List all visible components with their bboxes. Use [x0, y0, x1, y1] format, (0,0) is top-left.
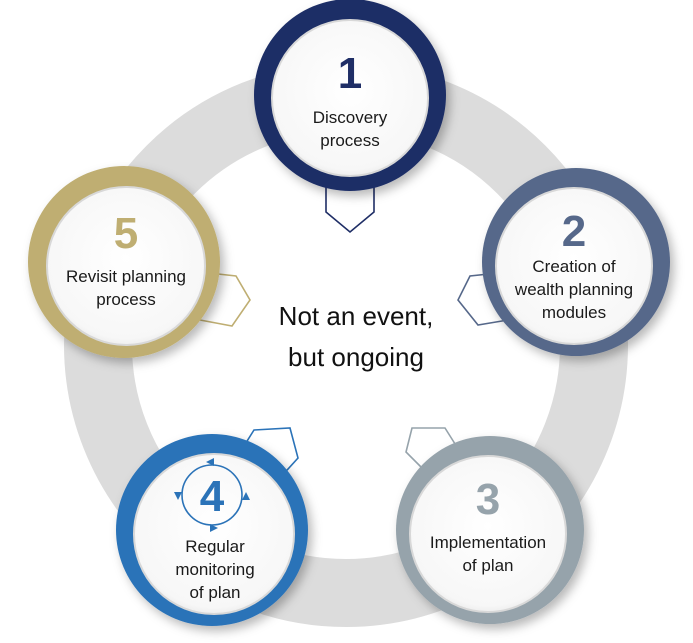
step-2-label-line-1: Creation of	[532, 257, 615, 276]
step-1-connector	[325, 185, 375, 234]
step-4: 4 Regular monitoring of plan	[116, 434, 308, 626]
step-5-label-line-1: Revisit planning	[66, 267, 186, 286]
step-4-inner-disc	[133, 453, 295, 615]
step-2-label-line-2: wealth planning	[514, 280, 633, 299]
step-3-label-line-2: of plan	[462, 556, 513, 575]
step-1: 1 Discovery process	[254, 0, 446, 191]
step-4-label-line-1: Regular	[185, 537, 245, 556]
step-1-inner-disc	[271, 19, 429, 177]
cycle-arrows-icon	[174, 458, 250, 532]
connector-tabs	[199, 185, 509, 481]
step-1-label-line-1: Discovery	[313, 108, 388, 127]
step-2-number: 2	[562, 207, 586, 256]
center-text-line-2: but ongoing	[288, 342, 424, 372]
step-4-label-line-3: of plan	[189, 583, 240, 602]
step-4-number: 4	[200, 472, 225, 521]
step-3: 3 Implementation of plan	[396, 436, 584, 624]
step-2-label-line-3: modules	[542, 303, 606, 322]
step-3-inner-disc	[409, 455, 567, 613]
step-5-label-line-2: process	[96, 290, 156, 309]
step-5-inner-disc	[46, 186, 206, 346]
step-1-number: 1	[338, 49, 362, 98]
step-1-label-line-2: process	[320, 131, 380, 150]
step-5-number: 5	[114, 209, 138, 258]
center-text-line-1: Not an event,	[279, 301, 434, 331]
step-2-inner-disc	[495, 187, 653, 345]
step-5: 5 Revisit planning process	[28, 166, 220, 358]
step-3-label-line-1: Implementation	[430, 533, 546, 552]
step-2: 2 Creation of wealth planning modules	[482, 168, 670, 356]
step-3-number: 3	[476, 475, 500, 524]
step-4-label-line-2: monitoring	[175, 560, 254, 579]
